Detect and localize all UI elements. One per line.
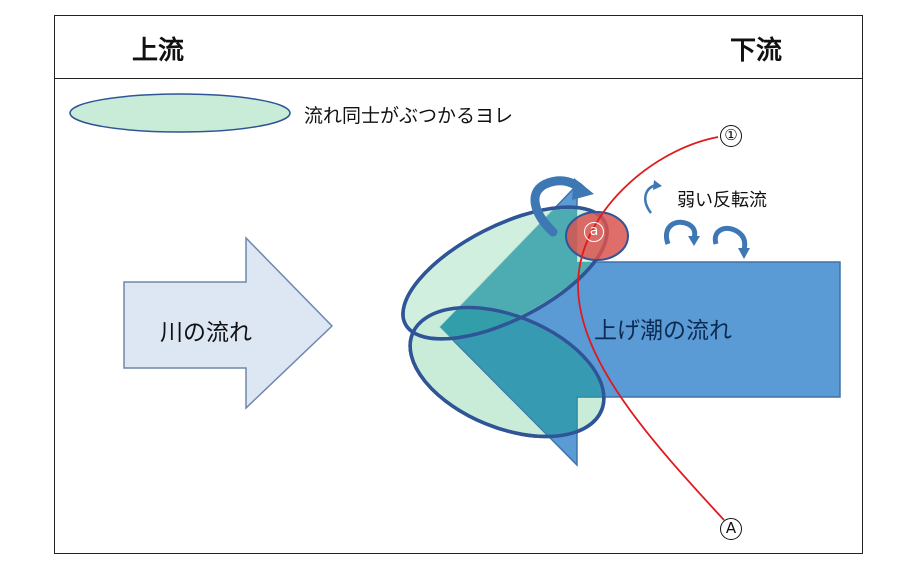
upstream-label: 上流: [132, 36, 185, 66]
marker-A: A: [720, 518, 742, 540]
marker-1: ①: [720, 125, 742, 147]
diagram-frame: [54, 15, 863, 554]
weak-reverse-flow-arrow: [664, 219, 698, 245]
strong-reverse-flow-arrow: [530, 176, 587, 237]
legend-eddy-swatch: [69, 93, 291, 133]
downstream-label: 下流: [730, 36, 783, 66]
rising-tide-flow-label: 上げ潮の流れ: [594, 318, 732, 344]
header-divider: [54, 78, 863, 79]
legend-label: 流れ同士がぶつかるヨレ: [304, 105, 514, 127]
red-path-line: [577, 136, 725, 521]
river-flow-label: 川の流れ: [160, 320, 252, 346]
marker-a: a: [584, 222, 604, 242]
river-flow-arrow: [123, 236, 334, 410]
weak-reverse-flow-label: 弱い反転流: [677, 190, 767, 211]
weak-reverse-flow-arrow: [712, 226, 748, 251]
